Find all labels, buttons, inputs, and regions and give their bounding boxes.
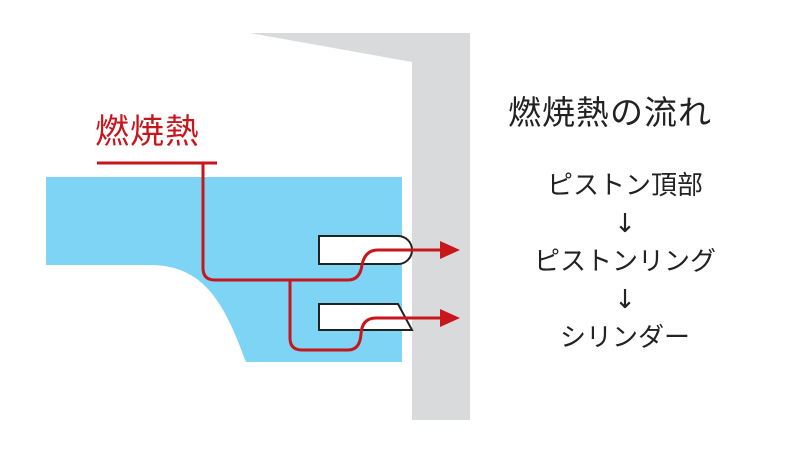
flow-arrow-2: ↓ <box>614 285 636 315</box>
heat-label: 燃焼熱 <box>95 112 200 152</box>
flow-step-piston-ring: ピストンリング <box>533 247 716 277</box>
cylinder-wall <box>250 33 470 420</box>
second-piston-ring <box>318 303 414 331</box>
flow-title: 燃焼熱の流れ <box>508 93 712 132</box>
heat-path-to-second-ring <box>288 280 445 352</box>
heat-arrowhead-second <box>440 309 460 327</box>
heat-arrowhead-top <box>440 241 460 259</box>
flow-step-cylinder: シリンダー <box>559 323 690 353</box>
flow-step-piston-crown: ピストン頂部 <box>546 171 703 201</box>
piston <box>46 177 402 362</box>
flow-steps: ピストン頂部 ↓ ピストンリング ↓ シリンダー <box>520 168 730 356</box>
heat-path-to-top-ring <box>201 163 445 282</box>
flow-arrow-1: ↓ <box>614 209 636 239</box>
